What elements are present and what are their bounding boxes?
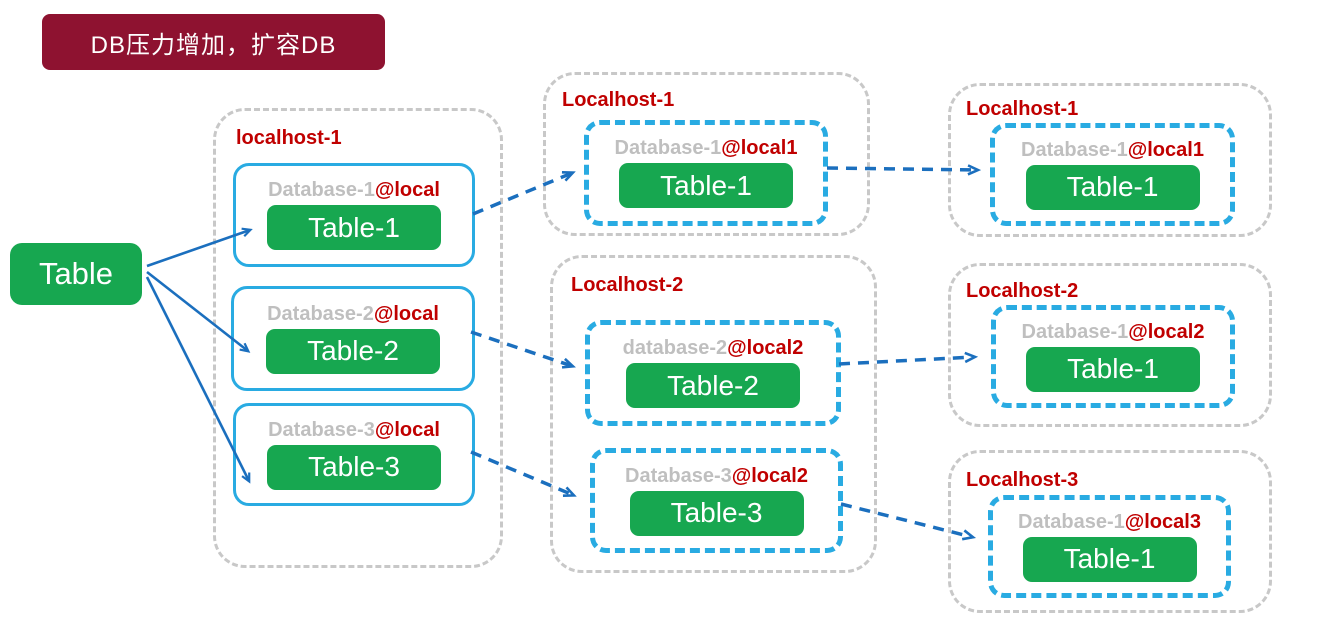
database-host-suffix: @local [373,302,439,325]
table-node: Table-1 [619,163,793,208]
host-label-middle-1: Localhost-1 [562,89,675,111]
host-label-right-2: Localhost-2 [966,280,1079,302]
table-node: Table-1 [267,205,441,250]
database-name-label: Database-3@local [268,420,440,440]
table-node: Table-1 [1025,164,1200,210]
database-host-suffix: @local3 [1124,510,1201,533]
database-host-suffix: @local2 [1128,320,1205,343]
table-node: Table-2 [626,363,800,408]
database-name: Database-1 [1021,320,1129,343]
host-label-right-1: Localhost-1 [966,98,1079,120]
database-node-db3-local2: Database-3@local2 Table-3 [590,448,843,553]
database-name: database-2 [622,337,728,359]
database-name-label: database-2@local2 [623,338,804,358]
database-host-suffix: @local2 [727,337,804,359]
database-name-label: Database-1@local1 [615,138,798,158]
database-name-label: Database-3@local2 [625,466,808,486]
database-host-suffix: @local1 [1127,138,1204,161]
database-host-suffix: @local2 [731,464,808,487]
database-name: Database-1 [1021,138,1128,161]
database-node-db1-at-local3: Database-1@local3 Table-1 [988,495,1231,598]
database-host-suffix: @local [374,179,440,201]
host-label-right-3: Localhost-3 [966,469,1079,491]
title-banner: DB压力增加，扩容DB [42,14,385,70]
table-node: Table-1 [1022,536,1197,582]
database-host-suffix: @local1 [721,137,798,159]
database-node-db1-at-local1: Database-1@local1 Table-1 [990,123,1235,226]
database-name: Database-1 [268,179,375,201]
host-label-left: localhost-1 [236,127,342,149]
database-name-label: Database-1@local1 [1021,140,1204,160]
host-left-localhost-1: localhost-1 Database-1@local Table-1 Dat… [213,108,503,568]
table-node: Table-3 [267,444,441,490]
database-node-db3-local: Database-3@local Table-3 [233,403,475,506]
host-middle-localhost-1: Localhost-1 Database-1@local1 Table-1 [543,72,870,236]
host-label-middle-2: Localhost-2 [571,274,684,296]
database-name-label: Database-1@local3 [1018,512,1201,532]
database-name: Database-1 [1018,510,1125,533]
table-node: Table-1 [1026,346,1200,392]
database-node-db2-local2: database-2@local2 Table-2 [585,320,841,426]
source-table-node: Table [10,243,142,305]
database-name-label: Database-1@local [268,180,440,200]
database-name-label: Database-2@local [267,304,439,324]
database-node-db1-local: Database-1@local Table-1 [233,163,475,267]
database-node-db2-local: Database-2@local Table-2 [231,286,475,391]
database-name: Database-3 [625,464,732,487]
table-node: Table-3 [629,490,804,536]
database-name-label: Database-1@local2 [1022,322,1205,342]
host-right-localhost-1: Localhost-1 Database-1@local1 Table-1 [948,83,1272,237]
database-node-db1-local1: Database-1@local1 Table-1 [584,120,828,226]
database-name: Database-3 [268,418,375,441]
host-right-localhost-2: Localhost-2 Database-1@local2 Table-1 [948,263,1272,427]
table-node: Table-2 [266,328,440,374]
database-node-db1-at-local2: Database-1@local2 Table-1 [991,305,1235,408]
host-right-localhost-3: Localhost-3 Database-1@local3 Table-1 [948,450,1272,613]
database-name: Database-2 [267,302,374,325]
database-name: Database-1 [614,137,722,159]
host-middle-localhost-2: Localhost-2 database-2@local2 Table-2 Da… [550,255,877,573]
database-host-suffix: @local [374,418,440,441]
